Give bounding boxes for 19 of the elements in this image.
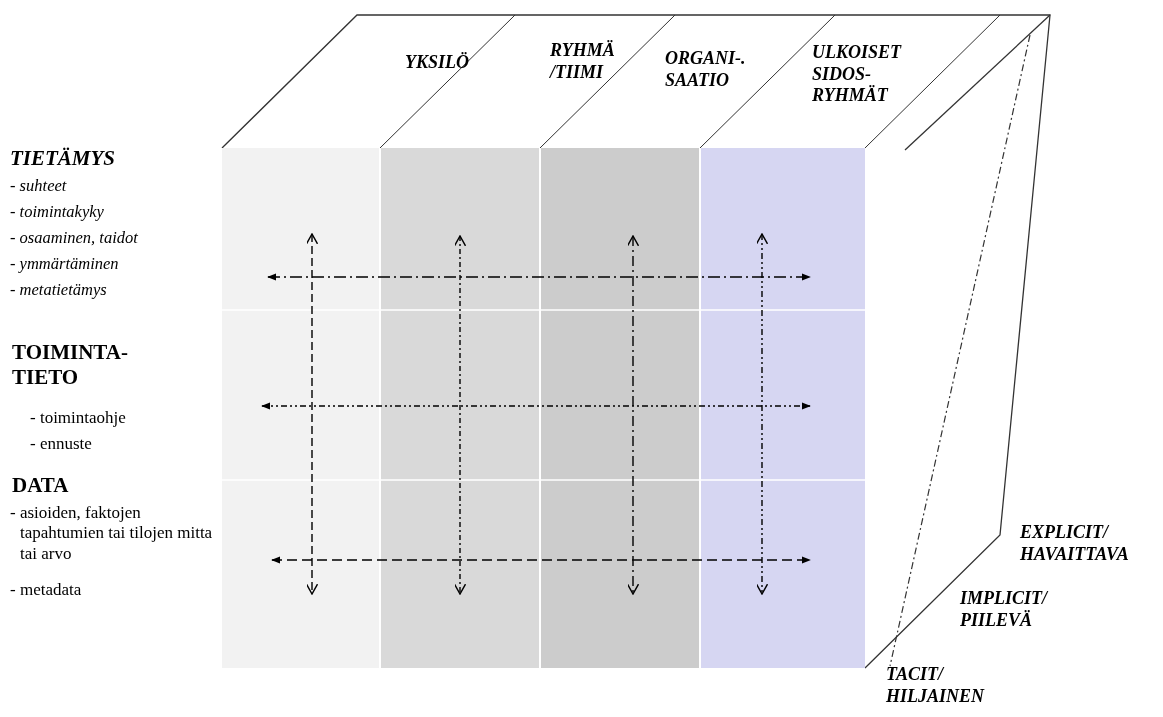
column-heading: RYHMÄ /TIIMI <box>550 40 615 84</box>
list-item: - suhteet <box>10 176 67 196</box>
list-item: - osaaminen, taidot <box>10 228 138 248</box>
row-heading: DATA <box>12 473 69 499</box>
dimension-label: EXPLICIT/ HAVAITTAVA <box>1020 522 1129 566</box>
column-heading: ULKOISET SIDOS- RYHMÄT <box>812 42 901 107</box>
column-heading: ORGANI-. SAATIO <box>665 48 746 92</box>
list-item: - metadata <box>10 580 82 601</box>
row-heading: TOIMINTA- TIETO <box>12 340 128 391</box>
list-item: - toimintakyky <box>10 202 104 222</box>
row-heading: TIETÄMYS <box>10 146 116 172</box>
dimension-label: IMPLICIT/ PIILEVÄ <box>960 588 1047 632</box>
list-item: - asioiden, faktojen tapahtumien tai tilojen mitta tai arvo <box>10 503 214 565</box>
list-item: - ennuste <box>30 434 92 455</box>
dimension-label: TACIT/ HILJAINEN <box>886 664 984 708</box>
list-item: - metatietämys <box>10 280 107 300</box>
column-heading: YKSILÖ <box>405 52 469 74</box>
list-item: - toimintaohje <box>30 408 126 429</box>
list-item: - ymmärtäminen <box>10 254 119 274</box>
